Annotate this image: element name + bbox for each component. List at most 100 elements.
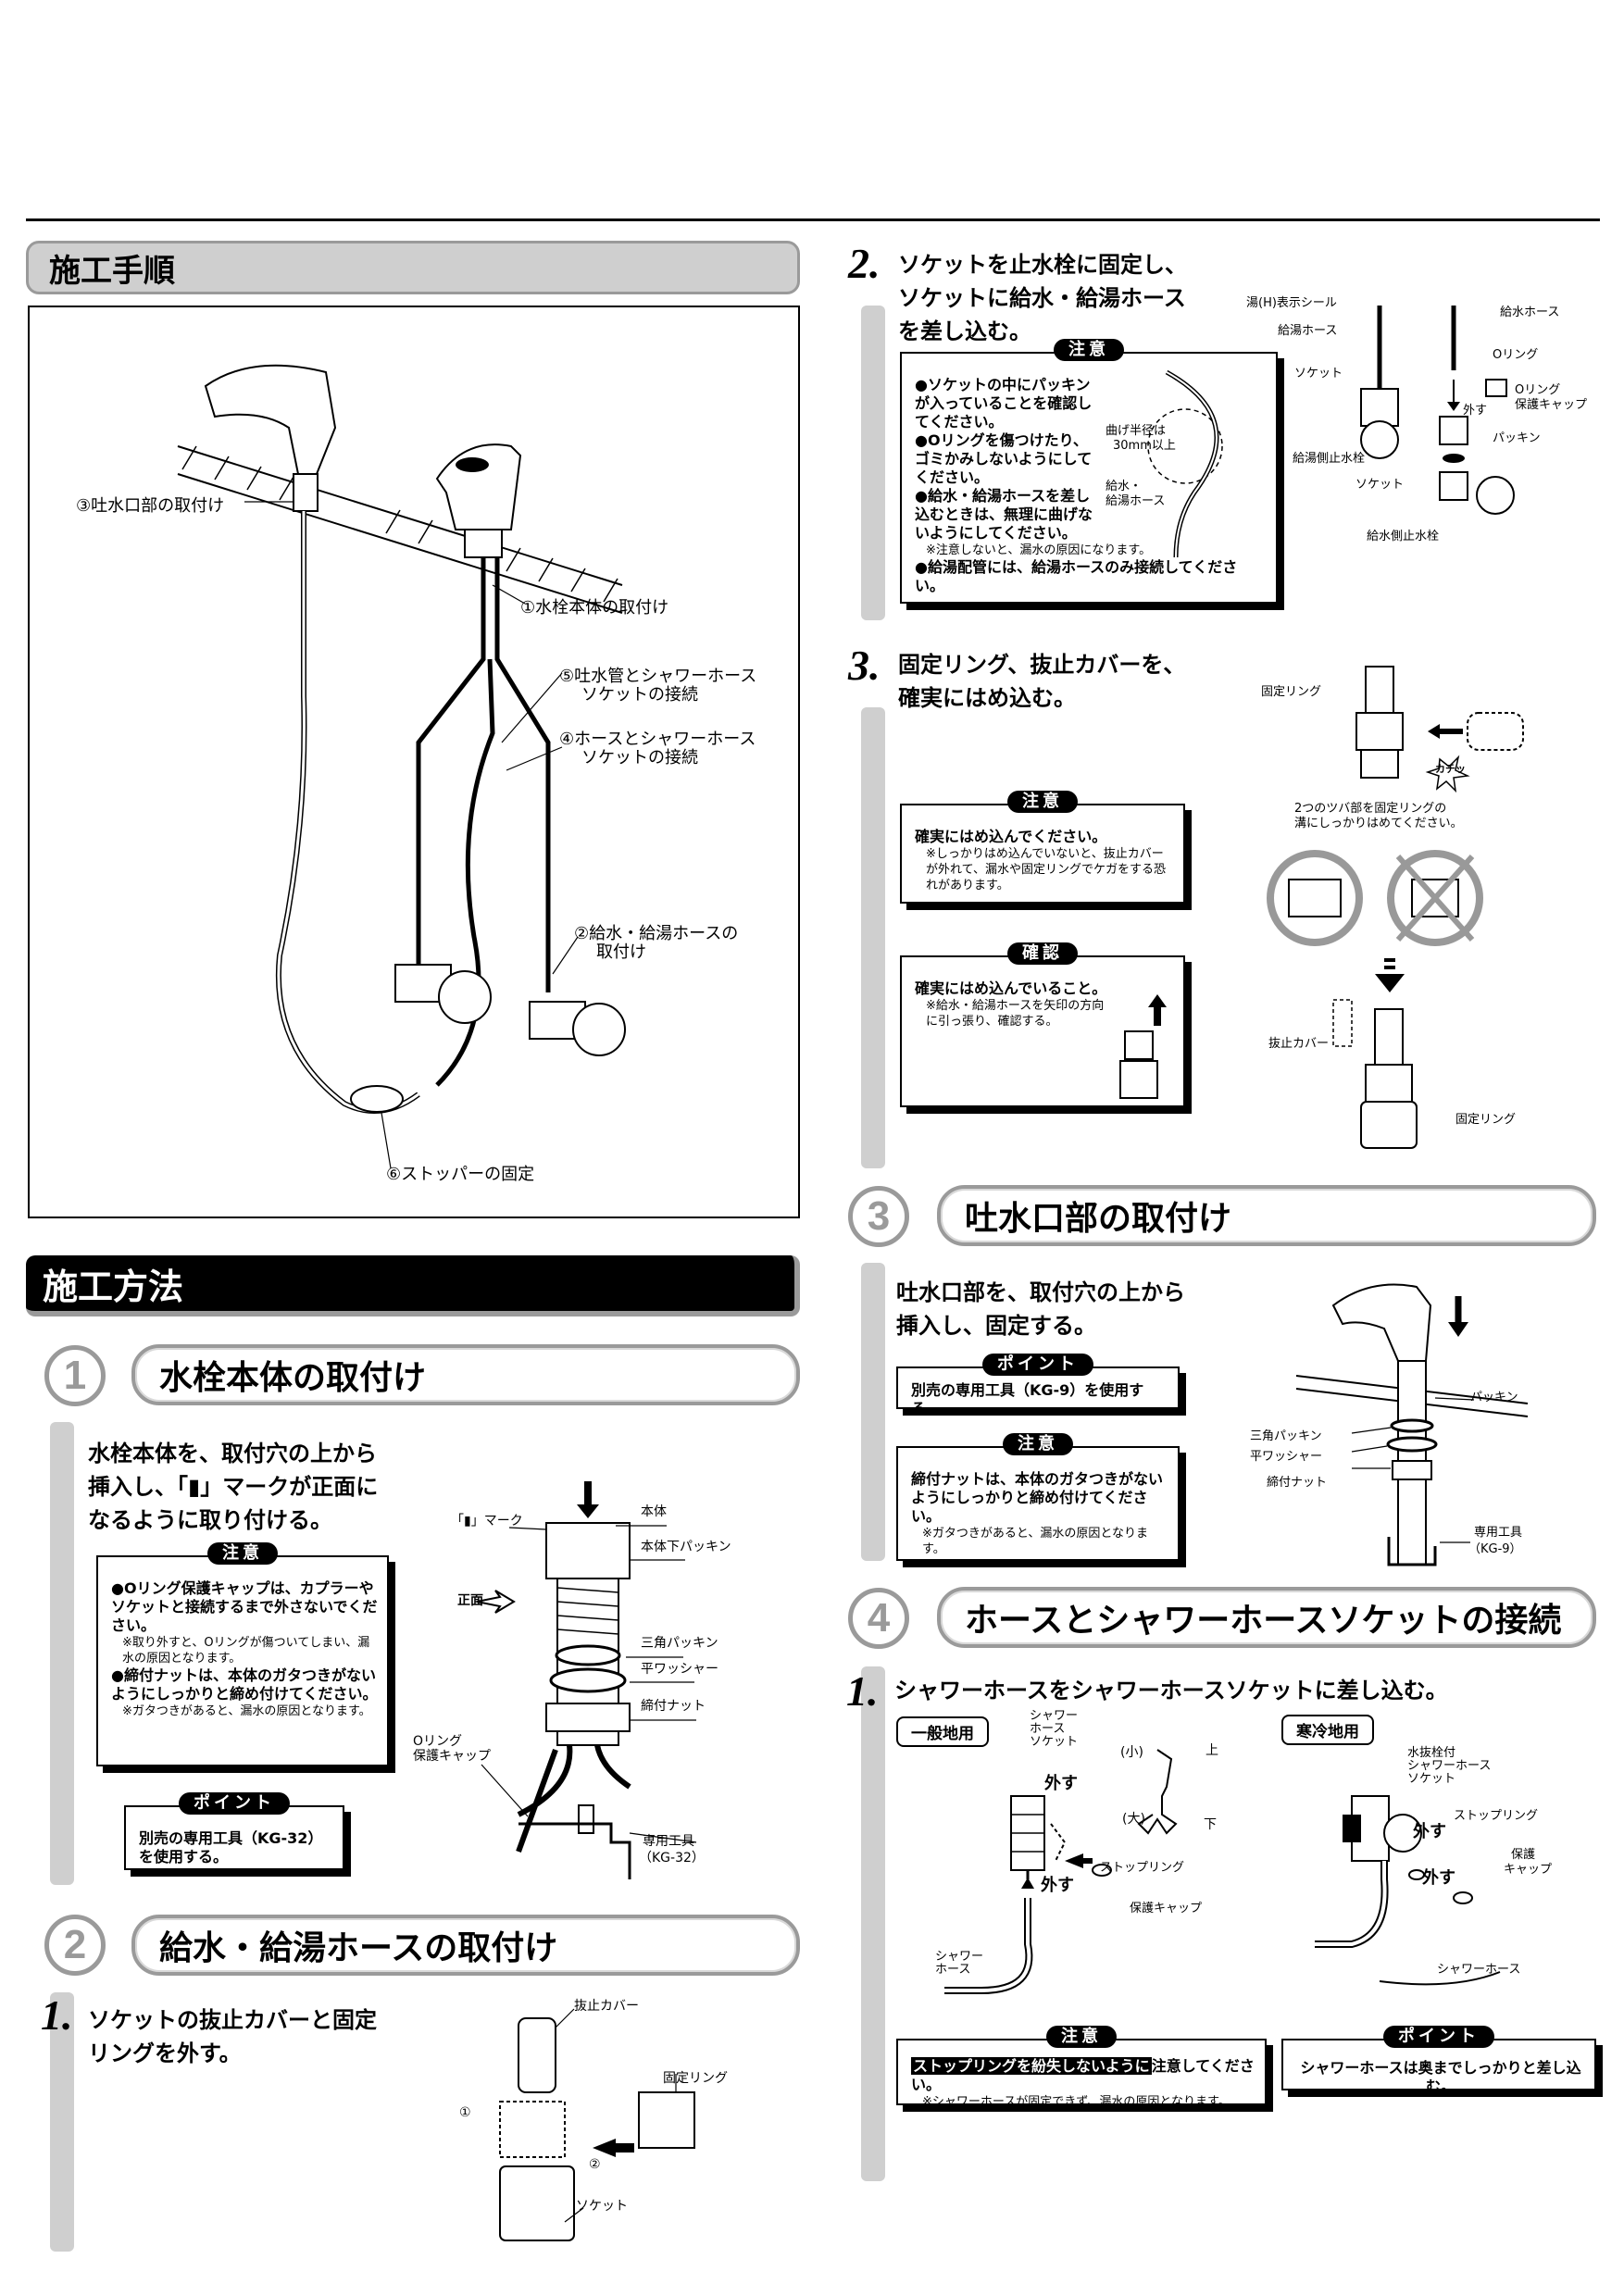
label-tool-b: （KG-9） [1468, 1542, 1522, 1556]
point-line2: を使用する。 [139, 1848, 229, 1866]
caution-note: ※しっかりはめ込んでいないと、抜止カバーが外れて、漏水や固定リングでケガをする恐… [926, 847, 1166, 892]
caution-item: ●締付ナットは、本体のガタつきがないようにしっかりと締め付けてください。 [111, 1666, 378, 1703]
section-4-caution-box: 注意 ストップリングを紛失しないように注意してください。 ※シャワーホースが固定… [896, 2026, 1267, 2109]
label-large: (大) [1122, 1812, 1145, 1827]
label-cold-remove-2: 外す [1422, 1868, 1455, 1888]
label-tri-packing: 三角パッキン [641, 1636, 718, 1651]
bend-radius-label-b: 30mm以上 [1113, 439, 1176, 453]
step-2-2-text: ソケットを止水栓に固定し、 ソケットに給水・給湯ホース を差し込む。 [898, 248, 1187, 348]
cold-shower-socket-illustration [1315, 1795, 1501, 1986]
point-line1: シャワーホースは奥までしっかりと差し込む。 [1300, 2059, 1581, 2095]
label-hot-hose: 給湯ホース [1278, 324, 1338, 338]
step-2-1-text: ソケットの抜止カバーと固定 リングを外す。 [88, 2003, 377, 2070]
caution-item: 確実にはめ込んでください。 [915, 828, 1107, 845]
label-cold-stop-ring: ストップリング [1454, 1809, 1539, 1823]
label-down: 下 [1204, 1817, 1217, 1832]
section-1-point-box: ポイント 別売の専用工具（KG-32） を使用する。 [124, 1792, 344, 1870]
confirm-tag: 確認 [1007, 942, 1078, 965]
label-cs-c: ソケット [1407, 1772, 1456, 1786]
step-4-1-number: 1. [846, 1667, 879, 1715]
step-2-3-line1: 固定リング、抜止カバーを、 [898, 652, 1186, 678]
label-cold-valve: 給水側止水栓 [1367, 530, 1440, 543]
label-sock-c: ソケット [1030, 1735, 1079, 1749]
label-tool-a: 専用工具 [643, 1834, 694, 1849]
point-tag: ポイント [1383, 2026, 1494, 2048]
caution-tag: 注意 [1046, 2026, 1117, 2048]
label-socket: ソケット [576, 2199, 628, 2214]
spout-install-illustration [1295, 1283, 1529, 1566]
label-cs-b: シャワーホース [1407, 1759, 1492, 1773]
label-hose-shower-connect-a: ④ホースとシャワーホース [559, 730, 756, 749]
label-nut: 締付ナット [1267, 1476, 1328, 1490]
caution-tag: 注意 [1007, 791, 1078, 813]
section-3-number: 3 [848, 1186, 909, 1247]
label-remove: 外す [1463, 404, 1488, 418]
point-line1: 別売の専用工具（KG-32） [139, 1829, 323, 1847]
hose-label-b: 給湯ホース [1106, 494, 1166, 508]
label-cold-cap-b: キャップ [1504, 1863, 1553, 1877]
section-3-strip [861, 1263, 885, 1561]
point-line1: 別売の専用工具（KG-9）を使用する。 [911, 1381, 1144, 1417]
label-spout-install: ③吐水口部の取付け [76, 496, 225, 516]
label-socket-bottom: ソケット [1355, 478, 1405, 492]
ring-fit-illustration [1267, 666, 1524, 1149]
bend-radius-label-a: 曲げ半径は [1106, 424, 1167, 438]
section-1-strip [50, 1422, 74, 1885]
label-up: 上 [1206, 1743, 1218, 1758]
label-small: (小) [1120, 1745, 1143, 1760]
label-cap-b: 保護キャップ [413, 1749, 491, 1764]
bend-radius-illustration [1147, 369, 1223, 557]
label-circle-1: ① [459, 2105, 471, 2120]
step-2-2-number: 2. [848, 240, 881, 287]
label-ring: 固定リング [663, 2071, 728, 2086]
caution-tag: 注意 [207, 1542, 278, 1565]
label-hose-a: シャワー [935, 1950, 984, 1964]
caution-item: 締付ナットは、本体のガタつきがないようにしっかりと締め付けてください。 [911, 1470, 1164, 1525]
section-1-text-line2: 挿入し、「▮」マークが正面に [88, 1474, 379, 1500]
step-2-3-line2: 確実にはめ込む。 [898, 685, 1076, 711]
section-1-text-line1: 水栓本体を、取付穴の上から [88, 1441, 377, 1466]
label-flat-washer: 平ワッシャー [1250, 1450, 1323, 1464]
section-1-caution-box: 注意 ●Oリング保護キャップは、カプラーやソケットと接続するまで外さないでくださ… [96, 1542, 389, 1766]
label-packing: パッキン [1470, 1391, 1518, 1404]
caution-note: ※ガタつきがあると、漏水の原因となります。 [922, 1527, 1148, 1556]
label-click: カチッ [1435, 763, 1466, 775]
label-nut: 締付ナット [641, 1699, 706, 1714]
section-3-point-box: ポイント 別売の専用工具（KG-9）を使用する。 [896, 1354, 1180, 1417]
section-2-title: 給水・給湯ホースの取付け [159, 1929, 558, 1967]
label-hot-valve: 給湯側止水栓 [1293, 452, 1366, 466]
step-2-1-line2: リングを外す。 [88, 2040, 242, 2066]
step-2-1-line1: ソケットの抜止カバーと固定 [88, 2007, 377, 2033]
section-3-text: 吐水口部を、取付穴の上から 挿入し、固定する。 [896, 1276, 1185, 1342]
section-1-number: 1 [44, 1345, 106, 1406]
label-spout-shower-connect-b: ソケットの接続 [581, 685, 698, 705]
section-1-title-bar: 水栓本体の取付け [131, 1344, 800, 1405]
caution-item: ●給湯配管には、給湯ホースのみ接続してください。 [915, 558, 1238, 594]
body-install-illustration [476, 1481, 697, 1879]
pull-test-illustration [1119, 994, 1167, 1099]
label-body-packing: 本体下パッキン [641, 1540, 731, 1554]
caution-item: ●ソケットの中にパッキンが入っていることを確認してください。 [915, 376, 1093, 430]
label-stop-ring: ストップリング [1100, 1861, 1185, 1875]
step-2-3-caution-box: 注意 確実にはめ込んでください。 ※しっかりはめ込んでいないと、抜止カバーが外れ… [900, 791, 1185, 904]
overview-diagram: ③吐水口部の取付け ①水栓本体の取付け ⑤吐水管とシャワーホース ソケットの接続… [28, 306, 800, 1218]
step-2-3-text: 固定リング、抜止カバーを、 確実にはめ込む。 [898, 648, 1185, 715]
step-2-3-number: 3. [848, 642, 881, 689]
section-4-point-box: ポイント シャワーホースは奥までしっかりと差し込む。 [1281, 2026, 1596, 2095]
caution-note: ※取り外すと、Oリングが傷ついてしまい、漏水の原因となります。 [122, 1636, 370, 1666]
section-1-text: 水栓本体を、取付穴の上から 挿入し、「▮」マークが正面に なるように取り付ける。 [88, 1437, 378, 1537]
caution-item: ●Oリング保護キャップは、カプラーやソケットと接続するまで外さないでください。 [111, 1579, 378, 1634]
label-packing: パッキン [1493, 431, 1541, 445]
label-cs-a: 水抜栓付 [1407, 1746, 1456, 1760]
caution-item: ●Oリングを傷つけたり、ゴミかみしないようにしてください。 [915, 431, 1093, 486]
label-cover-bottom: 抜止カバー [1268, 1037, 1330, 1051]
section-2-title-bar: 給水・給湯ホースの取付け [131, 1915, 800, 1976]
caution-note: ※ガタつきがあると、漏水の原因となります。 [122, 1704, 371, 1718]
tab-cold-area: 寒冷地用 [1281, 1715, 1374, 1745]
label-supply-hose-install-a: ②給水・給湯ホースの [574, 924, 739, 943]
caution-note: ※注意しないと、漏水の原因になります。 [926, 543, 1152, 557]
label-socket-top: ソケット [1294, 367, 1343, 381]
label-cover: 抜止カバー [574, 1999, 639, 2014]
label-cap-b: 保護キャップ [1515, 398, 1588, 412]
label-front: 正面 [457, 1593, 483, 1608]
